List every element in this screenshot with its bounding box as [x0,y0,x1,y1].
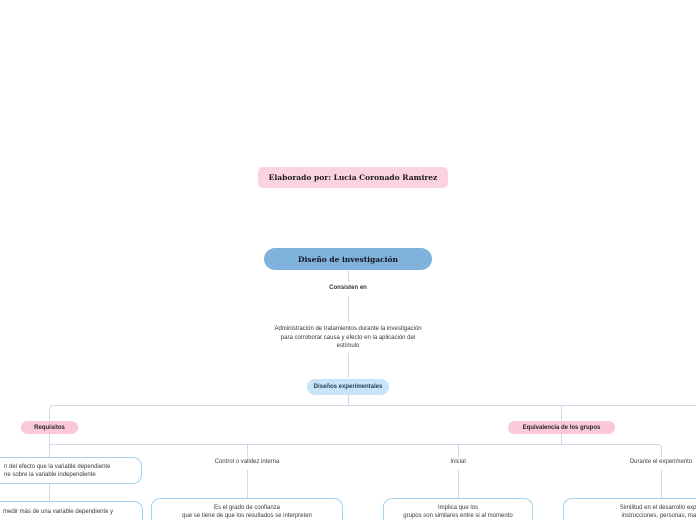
connector-bus-top [49,405,696,457]
description-line-1: Administración de tratamientos durante l… [274,326,422,332]
edge-label-consisten-en: Consisten en [329,285,367,291]
leaf-box-grupos-line-1: Implica que los [437,505,479,511]
leaf-box-efecto-line-2: ne sobre la variable independiente [4,472,96,478]
leaf-box-similitud-line-2: instrucciones, personas, maneras de [621,513,696,519]
leaf-box-confianza-line-1: Es el grado de confianza [213,505,281,511]
description-line-3: estímulo [336,343,360,349]
node-requisitos[interactable]: Requisitos [21,421,78,434]
node-disenos-experimentales[interactable]: Diseños experimentales [307,379,389,395]
root-description-node[interactable]: Administración de tratamientos durante l… [238,325,458,351]
node-control-validez-interna[interactable]: Control o validez interna [214,459,280,465]
leaf-box-grupos-similares[interactable]: Implica que los grupos son similares ent… [383,498,533,520]
description-line-2: para corroborar causa y efecto en la apl… [280,334,416,341]
leaf-box-medir-variables[interactable]: medir más de una variable dependiente y [0,501,143,520]
leaf-box-efecto-variable[interactable]: n del efecto que la variable dependiente… [0,457,142,484]
disenos-experimentales-label: Diseños experimentales [313,384,383,390]
root-node-label: Diseño de investigación [298,254,398,264]
leaf-box-efecto-line-1: n del efecto que la variable dependiente [4,464,111,470]
leaf-box-grupos-line-2: grupos son similares entre si al momento [403,513,513,519]
leaf-box-similitud-line-1: Similitud en el desarrollo experimental [619,505,696,511]
node-inicial[interactable]: Inicial [450,459,466,465]
leaf-box-medir-line-1: medir más de una variable dependiente y [3,509,114,515]
root-node[interactable]: Diseño de investigación [264,248,432,270]
node-equivalencia-grupos[interactable]: Equivalencia de los grupos [508,421,615,434]
leaf-box-confianza-line-2: que se tiene de que los resultados se in… [182,513,312,519]
equivalencia-label: Equivalencia de los grupos [522,424,601,431]
requisitos-label: Requisitos [34,424,65,431]
leaf-box-similitud-desarrollo[interactable]: Similitud en el desarrollo experimental … [563,498,696,520]
node-durante-experimento[interactable]: Durante el experimento [629,459,693,465]
author-box[interactable]: Elaborado por: Lucia Coronado Ramirez [258,167,448,188]
connector-rail-second-level [49,444,662,457]
leaf-box-grado-confianza[interactable]: Es el grado de confianza que se tiene de… [151,498,343,520]
author-box-label: Elaborado por: Lucia Coronado Ramirez [268,173,438,182]
